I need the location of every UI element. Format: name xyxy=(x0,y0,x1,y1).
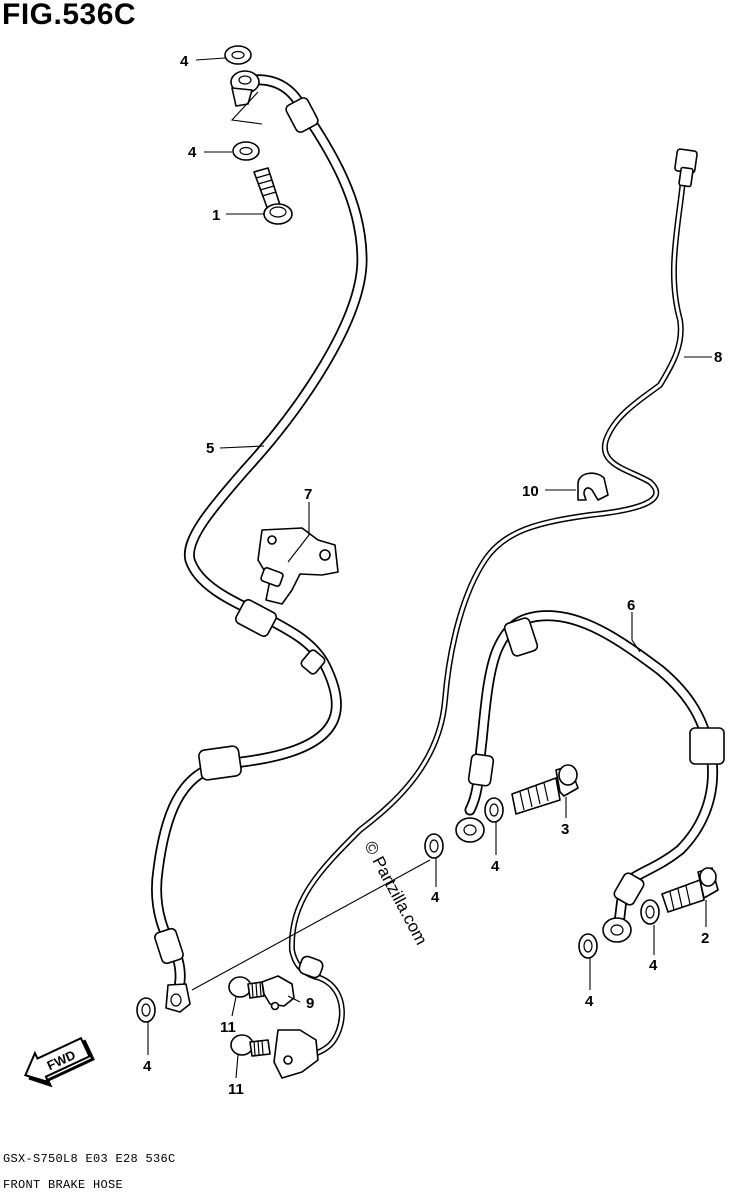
bracket-7[interactable] xyxy=(257,527,339,605)
callout-7: 7 xyxy=(304,486,312,503)
washer-4-e[interactable] xyxy=(484,797,504,823)
callout-2: 2 xyxy=(701,930,709,947)
callout-5: 5 xyxy=(206,440,214,457)
callout-1: 1 xyxy=(212,207,220,224)
washer-4-a[interactable] xyxy=(224,45,252,65)
callout-4-b: 4 xyxy=(188,144,197,161)
callout-4-d: 4 xyxy=(431,889,440,906)
brake-hose-5[interactable] xyxy=(151,70,368,1013)
fwd-arrow: FWD xyxy=(24,1036,95,1088)
leader-lines xyxy=(147,57,712,1079)
callout-3: 3 xyxy=(561,821,569,838)
washer-4-g[interactable] xyxy=(578,933,598,959)
callout-11-a: 11 xyxy=(220,1019,236,1036)
callout-6: 6 xyxy=(627,597,635,614)
washer-4-c[interactable] xyxy=(136,997,156,1023)
callout-4-c: 4 xyxy=(143,1058,152,1075)
callout-4-a: 4 xyxy=(180,53,189,70)
callout-8: 8 xyxy=(714,349,722,366)
union-bolt-2[interactable] xyxy=(661,867,719,913)
washer-4-f[interactable] xyxy=(640,899,660,925)
watermark: © Partzilla.com xyxy=(360,838,431,948)
figure-title: FIG.536C xyxy=(2,0,137,31)
clamp-9[interactable] xyxy=(261,975,295,1011)
model-code: GSX-S750L8 E03 E28 536C xyxy=(3,1152,176,1166)
callout-4-g: 4 xyxy=(585,993,594,1010)
washer-4-d[interactable] xyxy=(424,833,444,859)
bolt-11-upper[interactable] xyxy=(228,976,265,999)
washer-4-b[interactable] xyxy=(232,141,260,161)
union-bolt-3[interactable] xyxy=(511,764,579,815)
brake-hose-6[interactable] xyxy=(455,610,725,943)
bolt-11-lower[interactable] xyxy=(230,1034,271,1057)
sensor-wire-8[interactable] xyxy=(273,148,698,1079)
union-bolt-1[interactable] xyxy=(253,167,293,225)
diagram-name: FRONT BRAKE HOSE xyxy=(3,1178,124,1192)
callout-4-f: 4 xyxy=(649,957,658,974)
callout-9: 9 xyxy=(306,995,314,1012)
callout-10: 10 xyxy=(522,483,539,500)
clamp-10[interactable] xyxy=(577,472,609,501)
callout-4-e: 4 xyxy=(491,858,500,875)
guide-line xyxy=(191,859,431,991)
callout-11-b: 11 xyxy=(228,1081,244,1098)
